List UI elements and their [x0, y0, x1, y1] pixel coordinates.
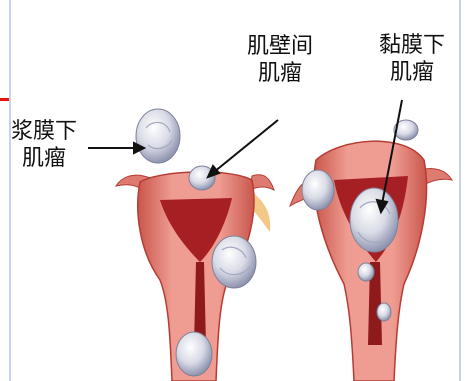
pointer-intramural: [214, 120, 278, 172]
subserosal-tumor: [136, 109, 180, 163]
label-submucosal-line2: 肌瘤: [373, 59, 451, 86]
right-small-tumor-a: [358, 263, 374, 281]
label-subserosal-line1: 浆膜下: [10, 118, 78, 145]
label-subserosal-line2: 肌瘤: [10, 145, 78, 172]
cervical-tumor: [176, 332, 212, 376]
right-uterus: [290, 120, 452, 381]
label-intramural-line1: 肌壁间: [246, 33, 314, 60]
label-intramural-line2: 肌瘤: [246, 60, 314, 87]
left-side-tumor: [212, 236, 256, 288]
label-intramural-fibroid: 肌壁间 肌瘤: [246, 33, 314, 87]
right-side-tumor: [302, 170, 334, 210]
right-uterus-body: [314, 141, 427, 381]
label-submucosal-fibroid: 黏膜下 肌瘤: [373, 32, 451, 86]
label-subserosal-fibroid: 浆膜下 肌瘤: [10, 118, 78, 172]
label-submucosal-line1: 黏膜下: [373, 32, 451, 59]
right-small-tumor-b: [377, 303, 391, 321]
